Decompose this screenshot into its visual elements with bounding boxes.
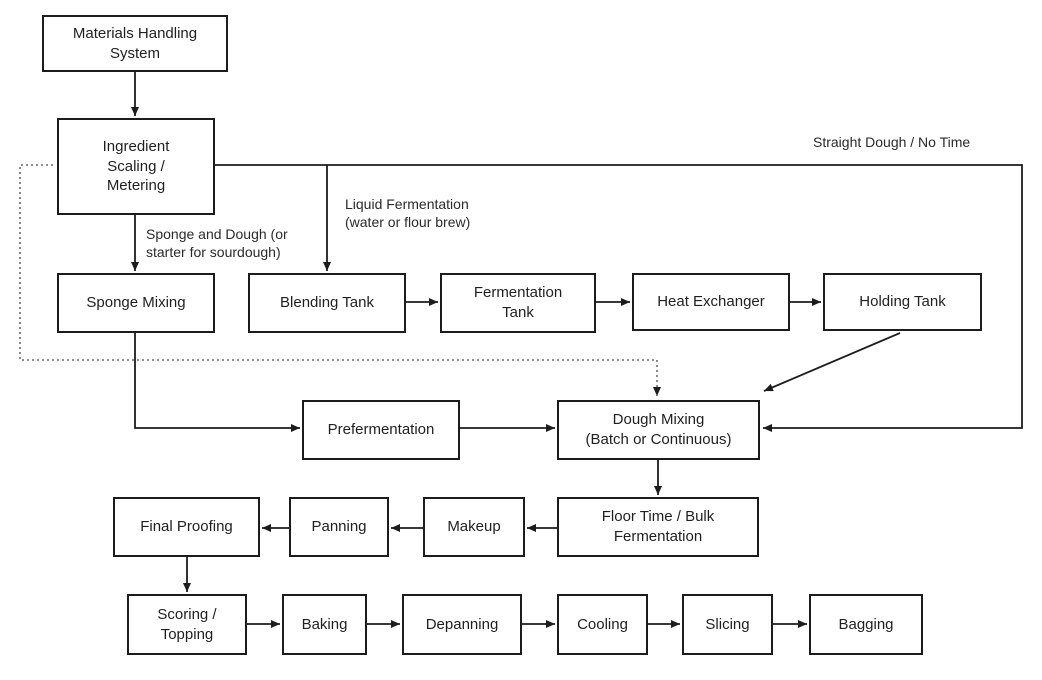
node-bagging-label: Bagging xyxy=(838,615,894,633)
node-heat-exchanger-label: Heat Exchanger xyxy=(657,293,765,311)
node-cooling: Cooling xyxy=(557,594,648,655)
node-makeup: Makeup xyxy=(423,497,525,557)
edge-label-sponge-and-dough: Sponge and Dough (or starter for sourdou… xyxy=(146,226,288,260)
node-blending-tank-label: Blending Tank xyxy=(280,294,374,312)
node-ingredient-scaling-label: Ingredient Scaling / Metering xyxy=(102,137,170,195)
edge-label-liquid-fermentation: Liquid Fermentation (water or flour brew… xyxy=(345,196,471,230)
node-final-proofing: Final Proofing xyxy=(113,497,260,557)
node-materials-handling-label: Materials Handling System xyxy=(72,24,198,62)
node-fermentation-tank: Fermentation Tank xyxy=(440,273,596,333)
node-sponge-mixing: Sponge Mixing xyxy=(57,273,215,333)
node-prefermentation: Prefermentation xyxy=(302,400,460,460)
node-depanning-label: Depanning xyxy=(425,615,499,633)
node-floor-time: Floor Time / Bulk Fermentation xyxy=(557,497,759,557)
node-dough-mixing: Dough Mixing (Batch or Continuous) xyxy=(557,400,760,460)
node-panning-label: Panning xyxy=(311,518,367,536)
node-makeup-label: Makeup xyxy=(447,518,501,536)
node-scoring-topping: Scoring / Topping xyxy=(127,594,247,655)
node-scoring-topping-label: Scoring / Topping xyxy=(157,605,217,643)
node-slicing-label: Slicing xyxy=(705,615,750,633)
node-holding-tank: Holding Tank xyxy=(823,273,982,331)
node-heat-exchanger: Heat Exchanger xyxy=(632,273,790,331)
node-blending-tank: Blending Tank xyxy=(248,273,406,333)
connector-holding-to-dough-mixing xyxy=(763,332,901,392)
node-materials-handling: Materials Handling System xyxy=(42,15,228,72)
connector-sponge-to-prefermentation xyxy=(134,333,300,432)
node-slicing: Slicing xyxy=(682,594,773,655)
node-baking-label: Baking xyxy=(301,615,348,633)
node-holding-tank-label: Holding Tank xyxy=(859,293,946,311)
node-prefermentation-label: Prefermentation xyxy=(327,421,435,439)
node-floor-time-label: Floor Time / Bulk Fermentation xyxy=(601,508,715,545)
edge-label-straight-dough: Straight Dough / No Time xyxy=(813,134,971,150)
node-depanning: Depanning xyxy=(402,594,522,655)
node-sponge-mixing-label: Sponge Mixing xyxy=(86,294,186,312)
node-ingredient-scaling: Ingredient Scaling / Metering xyxy=(57,118,215,215)
node-dough-mixing-label: Dough Mixing (Batch or Continuous) xyxy=(585,411,732,448)
node-baking: Baking xyxy=(282,594,367,655)
node-fermentation-tank-label: Fermentation Tank xyxy=(473,284,563,321)
node-final-proofing-label: Final Proofing xyxy=(140,518,233,536)
node-panning: Panning xyxy=(289,497,389,557)
node-cooling-label: Cooling xyxy=(577,615,628,633)
node-bagging: Bagging xyxy=(809,594,923,655)
